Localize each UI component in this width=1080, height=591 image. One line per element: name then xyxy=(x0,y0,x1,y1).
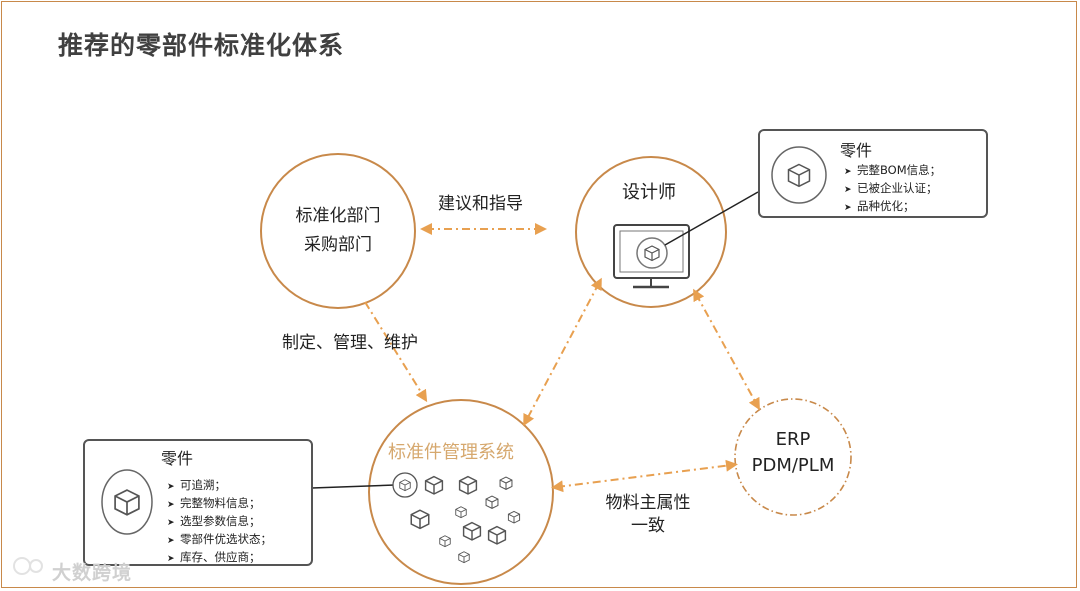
maintain-label: 制定、管理、维护 xyxy=(282,333,418,353)
designer-circle xyxy=(575,156,727,308)
advise-label: 建议和指导 xyxy=(438,194,523,214)
list-item: ➤完整BOM信息； xyxy=(844,163,942,177)
leader-left xyxy=(311,484,396,489)
callout-left-list: ➤可追溯； ➤完整物料信息； ➤选型参数信息； ➤零部件优选状态； ➤库存、供应… xyxy=(167,477,272,567)
watermark-text: 大数跨境 xyxy=(52,562,133,584)
list-item: ➤完整物料信息； xyxy=(167,496,261,510)
std-dept-circle xyxy=(260,153,416,309)
designer-system-arrow xyxy=(523,277,602,427)
erp-label: ERP PDM/PLM xyxy=(733,427,853,479)
list-item: ➤已被企业认证； xyxy=(844,181,938,195)
callout-left-title: 零件 xyxy=(161,449,194,468)
list-item: ➤品种优化； xyxy=(844,199,915,213)
list-item: ➤选型参数信息； xyxy=(167,514,261,528)
cube-cluster-icon xyxy=(392,472,521,564)
slide-title: 推荐的零部件标准化体系 xyxy=(58,31,345,60)
consistent-line-1: 物料主属性 xyxy=(605,493,691,513)
list-item: ➤零部件优选状态； xyxy=(167,532,272,546)
designer-erp-arrow xyxy=(693,288,760,411)
erp-line-2: PDM/PLM xyxy=(751,455,835,476)
system-label: 标准件管理系统 xyxy=(388,442,514,463)
monitor-icon xyxy=(613,224,690,289)
designer-label: 设计师 xyxy=(622,182,676,203)
consistent-label: 物料主属性 一致 xyxy=(598,492,698,538)
callout-top-list: ➤完整BOM信息； ➤已被企业认证； ➤品种优化； xyxy=(844,162,941,216)
erp-line-1: ERP xyxy=(775,429,811,450)
cube-icon xyxy=(101,469,153,535)
std-dept-line-2: 采购部门 xyxy=(304,235,372,255)
erp-circle xyxy=(734,398,852,516)
cube-icon xyxy=(771,146,827,204)
consistent-line-2: 一致 xyxy=(631,516,665,536)
maintain-arrow xyxy=(364,301,428,403)
callout-top-part: 零件 ➤完整BOM信息； ➤已被企业认证； ➤品种优化； xyxy=(758,129,988,218)
system-erp-arrow xyxy=(551,459,738,493)
list-item: ➤可追溯； xyxy=(167,478,226,492)
callout-top-title: 零件 xyxy=(840,141,873,160)
callout-left-part: 零件 ➤可追溯； ➤完整物料信息； ➤选型参数信息； ➤零部件优选状态； ➤库存… xyxy=(83,439,313,566)
std-dept-label: 标准化部门 采购部门 xyxy=(278,202,398,260)
watermark-logo-icon xyxy=(13,557,43,575)
leader-top xyxy=(664,191,759,246)
std-dept-line-1: 标准化部门 xyxy=(295,206,381,226)
list-item: ➤库存、供应商； xyxy=(167,550,261,564)
